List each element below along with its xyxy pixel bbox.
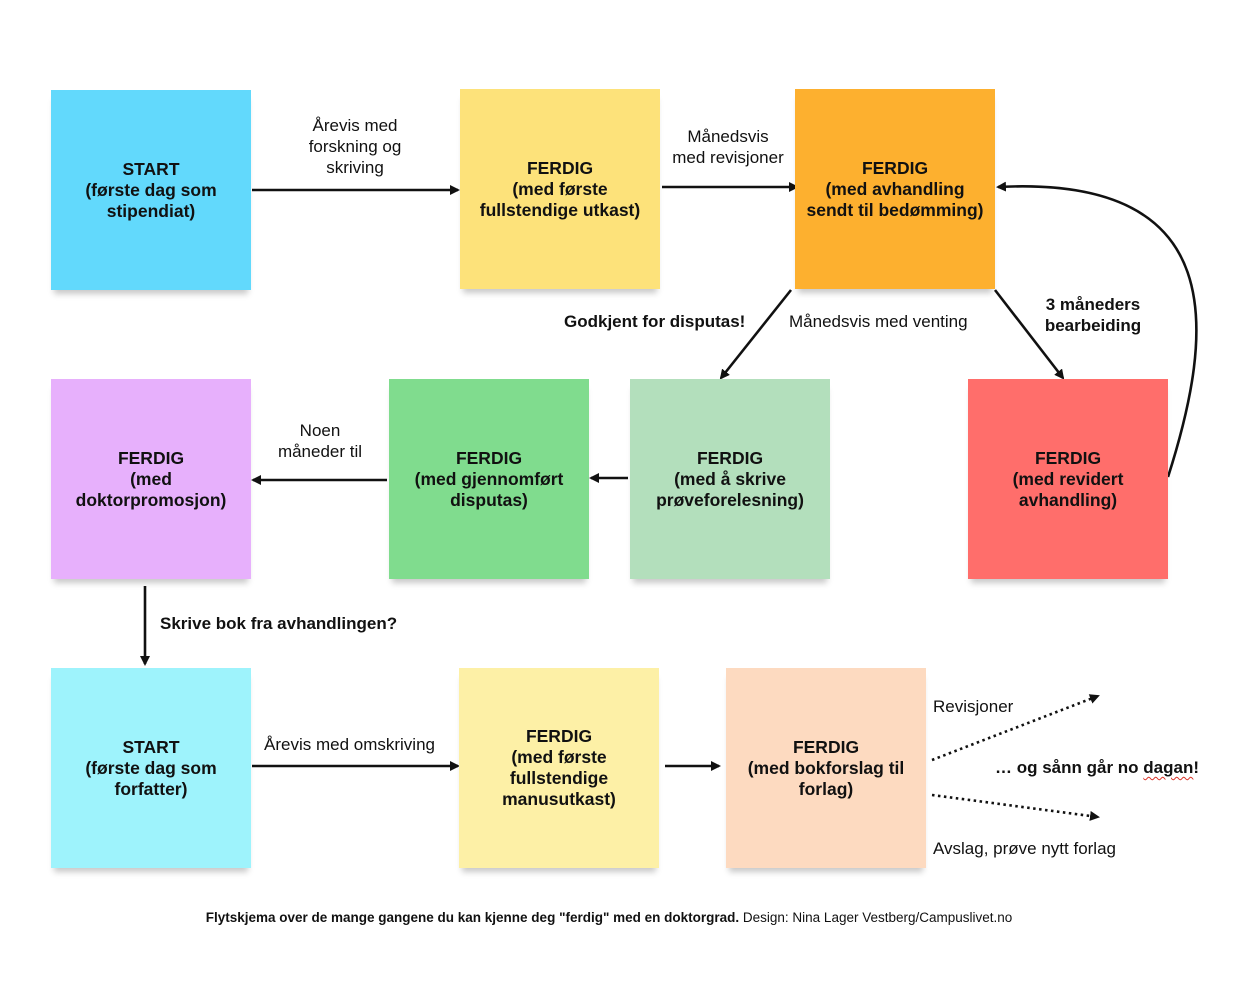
note-text-line: forlag) xyxy=(798,778,854,799)
label-avslag: Avslag, prøve nytt forlag xyxy=(933,839,1116,858)
arrow-avhandling-to-revidert xyxy=(993,289,1065,380)
label-arevis-forskning: Årevis med forskning og skriving xyxy=(284,115,426,178)
note-text-line: START xyxy=(122,736,180,757)
note-text-line: FERDIG xyxy=(526,157,594,178)
note-text-line: forfatter) xyxy=(114,778,188,799)
note-text-line: manusutkast) xyxy=(502,789,616,809)
label-revisjoner: Revisjoner xyxy=(933,697,1014,716)
label-line: Noen xyxy=(299,421,341,440)
arrow-avhandling-to-proveforelesning xyxy=(719,289,793,380)
note-text-line: (første dag som xyxy=(85,757,217,778)
note-text-line: FERDIG xyxy=(455,447,523,468)
note-text-line: FERDIG xyxy=(525,726,593,746)
note-text-line: (med avhandling xyxy=(825,178,965,199)
label-line: med revisjoner xyxy=(672,148,784,167)
label-line: 3 måneders xyxy=(1045,295,1141,314)
note-text-line: FERDIG xyxy=(861,157,929,178)
note-text-line: (første dag som xyxy=(85,179,217,200)
note-text-line: (med bokforslag til xyxy=(747,757,905,778)
caption: Flytskjema over de mange gangene du kan … xyxy=(0,910,1218,925)
label-line: forskning og xyxy=(308,137,402,156)
label-manedsvis-venting: Månedsvis med venting xyxy=(789,312,968,331)
note-text-line: FERDIG xyxy=(792,736,860,757)
note-text-line: FERDIG xyxy=(1034,447,1102,468)
note-text-line: (med gjennomført xyxy=(414,468,564,489)
label-manedsvis-revisjoner: Månedsvis med revisjoner xyxy=(657,126,799,168)
caption-title: Flytskjema over de mange gangene du kan … xyxy=(205,910,740,925)
note-text-line: (med revidert xyxy=(1012,468,1124,489)
note-text-line: FERDIG xyxy=(117,447,185,468)
label-noen-maneder: Noen måneder til xyxy=(262,420,378,462)
caption-credit: Design: Nina Lager Vestberg/Campuslivet.… xyxy=(739,910,1013,925)
label-tre-maneder: 3 måneders bearbeiding xyxy=(1028,294,1158,336)
label-line: skriving xyxy=(326,158,384,177)
note-text-line: (med xyxy=(130,468,172,489)
note-text-line: (med første xyxy=(512,178,608,199)
label-godkjent-disputas: Godkjent for disputas! xyxy=(564,312,746,331)
note-text-line: (med å skrive xyxy=(674,468,786,489)
note-text-line: FERDIG xyxy=(696,447,764,468)
note-text-line: avhandling) xyxy=(1018,489,1118,510)
note-text-line: prøveforelesning) xyxy=(656,489,804,510)
note-text-line: fullstendige utkast) xyxy=(479,199,641,220)
label-line: Årevis med xyxy=(312,116,398,135)
label-line: bearbeiding xyxy=(1044,316,1142,335)
arrow-bokforslag-avslag xyxy=(931,793,1100,821)
note-text-line: (med første xyxy=(511,747,607,767)
note-text-line: fullstendige xyxy=(509,768,609,788)
label-arevis-omskriving: Årevis med omskriving xyxy=(264,735,435,754)
arrow-revidert-to-avhandling xyxy=(996,181,1198,478)
note-text-line: disputas) xyxy=(450,489,528,510)
label-line: måneder til xyxy=(277,442,363,461)
label-skrive-bok: Skrive bok fra avhandlingen? xyxy=(160,614,398,633)
label-og-sann-gar-no-dagan: … og sånn går no dagan! xyxy=(995,758,1200,777)
note-text-line: doktorpromosjon) xyxy=(75,489,227,510)
label-line: Månedsvis xyxy=(687,127,769,146)
note-text-line: stipendiat) xyxy=(106,200,196,221)
note-text-line: START xyxy=(122,158,180,179)
note-text-line: sendt til bedømming) xyxy=(806,199,984,220)
